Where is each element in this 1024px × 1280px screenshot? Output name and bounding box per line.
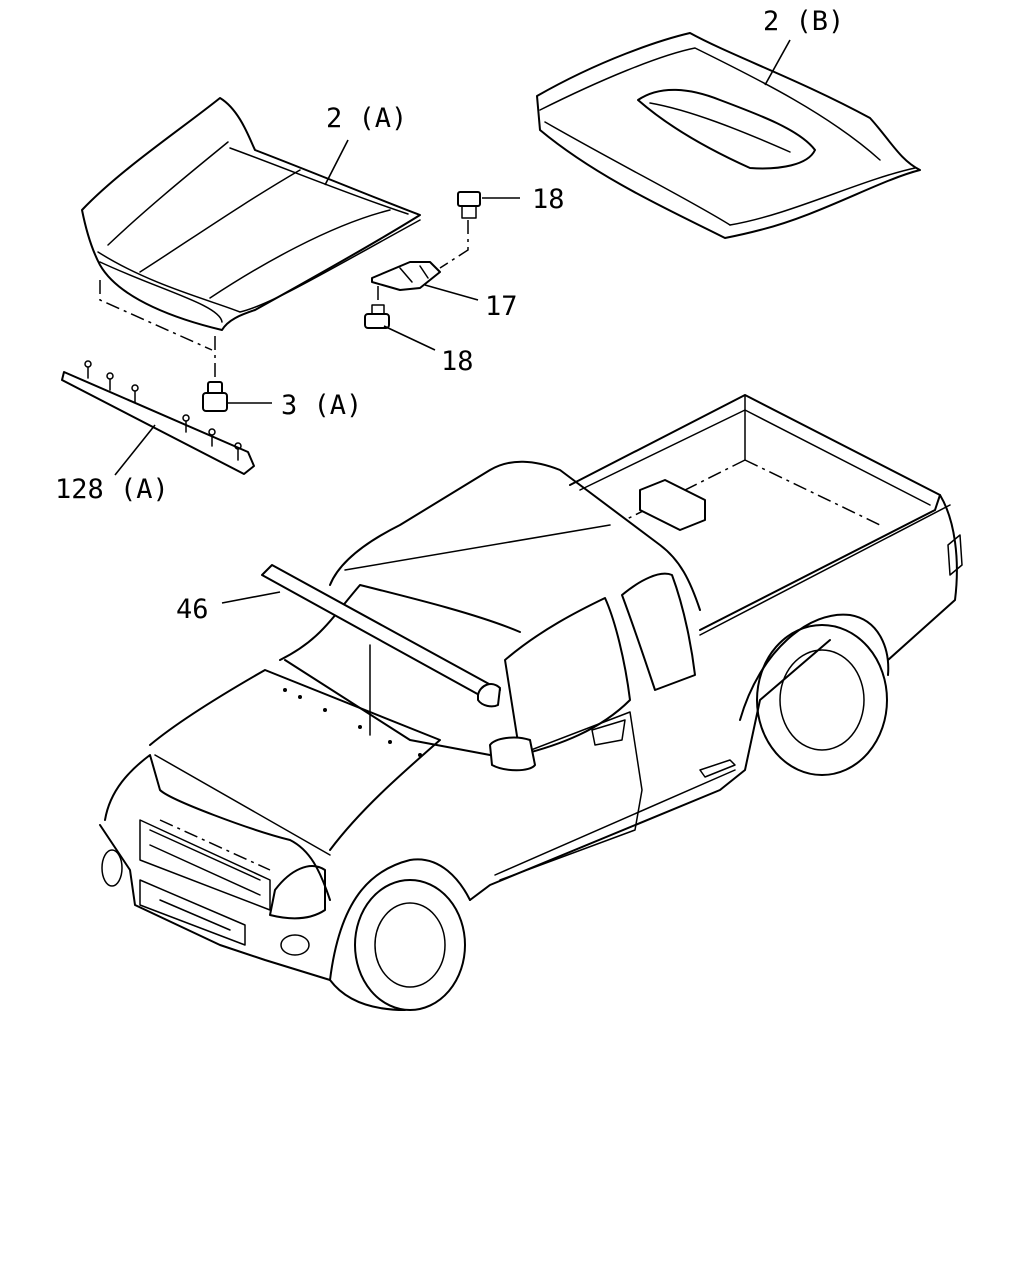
pickup-truck-drawing [99,394,963,1011]
label-hinge: 17 [485,291,518,322]
hinge-assembly-drawing [364,191,481,329]
leader-lines [114,39,791,604]
label-hood-b: 2 (B) [763,6,844,37]
label-bolt-lower: 18 [441,346,474,377]
weatherstrip-drawing [61,360,255,475]
label-bumper: 3 (A) [281,390,362,421]
label-hood-a: 2 (A) [326,103,407,134]
label-bolt-upper: 18 [532,184,565,215]
windshield-seal-drawing [261,564,501,708]
label-seal: 46 [176,594,209,625]
hood-b-drawing [536,32,921,239]
label-weatherstrip: 128 (A) [55,474,169,505]
hood-a-drawing [81,97,421,380]
hood-bumper-drawing [202,381,228,412]
